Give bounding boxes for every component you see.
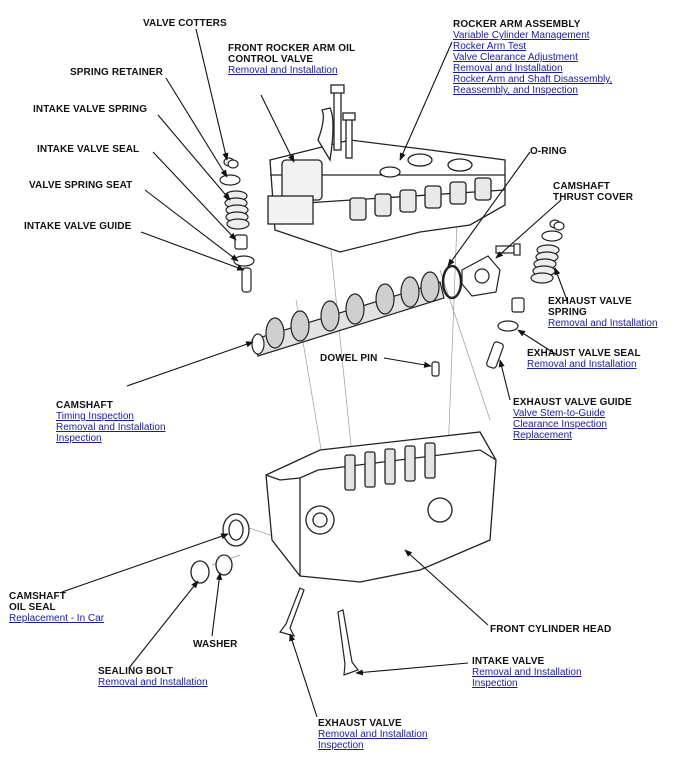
label-o-ring: O-RING: [530, 146, 567, 157]
label-rocker-arm-assembly: ROCKER ARM ASSEMBLY Variable Cylinder Ma…: [453, 19, 612, 96]
label-exhaust-valve-seal: EXHAUST VALVE SEAL Removal and Installat…: [527, 348, 641, 370]
camshaft-drawing: [251, 264, 463, 357]
label-intake-valve-guide: INTAKE VALVE GUIDE: [24, 221, 131, 232]
link-rocker-arm-shaft-disassembly[interactable]: Rocker Arm and Shaft Disassembly,: [453, 74, 613, 85]
label-title: INTAKE VALVE SPRING: [33, 104, 148, 115]
link-removal-installation[interactable]: Removal and Installation: [472, 667, 582, 678]
label-title: O-RING: [530, 146, 567, 157]
leader-lines: [61, 28, 569, 718]
label-title: EXHAUST VALVE: [318, 718, 402, 729]
label-camshaft-thrust-cover: CAMSHAFT THRUST COVER: [553, 181, 633, 203]
label-washer: WASHER: [193, 639, 238, 650]
label-title: SEALING BOLT: [98, 666, 173, 677]
link-removal-installation[interactable]: Removal and Installation: [56, 422, 166, 433]
label-title: CAMSHAFT: [56, 400, 113, 411]
label-title: FRONT CYLINDER HEAD: [490, 624, 612, 635]
exhaust-valve-parts-drawing: [431, 219, 565, 377]
camshaft-thrust-cover-drawing: [461, 243, 521, 297]
link-removal-installation[interactable]: Removal and Installation: [98, 677, 208, 688]
label-title-line2: SPRING: [548, 307, 587, 318]
label-title-line2: THRUST COVER: [553, 192, 634, 203]
label-title-line1: CAMSHAFT: [553, 181, 610, 192]
label-title-line1: CAMSHAFT: [9, 591, 66, 602]
label-valve-spring-seat: VALVE SPRING SEAT: [29, 180, 132, 191]
link-removal-installation[interactable]: Removal and Installation: [453, 63, 563, 74]
label-intake-valve-spring: INTAKE VALVE SPRING: [33, 104, 147, 115]
link-inspection[interactable]: Inspection: [318, 740, 364, 751]
cylinder-head-drawing: [190, 431, 497, 584]
link-inspection[interactable]: Inspection: [472, 678, 518, 689]
label-camshaft-oil-seal: CAMSHAFT OIL SEAL Replacement - In Car: [9, 591, 104, 624]
link-replacement[interactable]: Replacement: [513, 430, 572, 441]
label-title: INTAKE VALVE SEAL: [37, 144, 140, 155]
label-title: ROCKER ARM ASSEMBLY: [453, 19, 581, 30]
rocker-arm-assembly-drawing: [267, 84, 506, 253]
label-title: WASHER: [193, 639, 238, 650]
link-timing-inspection[interactable]: Timing Inspection: [56, 411, 134, 422]
label-title-line2: OIL SEAL: [9, 602, 56, 613]
label-sealing-bolt: SEALING BOLT Removal and Installation: [98, 666, 208, 688]
label-title: SPRING RETAINER: [70, 67, 163, 78]
label-front-rocker-arm-oil-control-valve: FRONT ROCKER ARM OIL CONTROL VALVE Remov…: [228, 43, 355, 76]
label-camshaft: CAMSHAFT Timing Inspection Removal and I…: [56, 400, 166, 444]
label-intake-valve-seal: INTAKE VALVE SEAL: [37, 144, 139, 155]
label-exhaust-valve-spring: EXHAUST VALVE SPRING Removal and Install…: [548, 296, 658, 329]
label-dowel-pin: DOWEL PIN: [320, 353, 377, 364]
label-title: EXHAUST VALVE GUIDE: [513, 397, 632, 408]
link-valve-clearance-adjustment[interactable]: Valve Clearance Adjustment: [453, 52, 578, 63]
link-inspection[interactable]: Inspection: [56, 433, 102, 444]
label-exhaust-valve-guide: EXHAUST VALVE GUIDE Valve Stem-to-Guide …: [513, 397, 632, 441]
label-title: VALVE SPRING SEAT: [29, 180, 133, 191]
label-valve-cotters: VALVE COTTERS: [143, 18, 227, 29]
label-title-line2: CONTROL VALVE: [228, 54, 314, 65]
link-removal-installation[interactable]: Removal and Installation: [318, 729, 428, 740]
link-removal-installation[interactable]: Removal and Installation: [548, 318, 658, 329]
link-removal-installation[interactable]: Removal and Installation: [228, 65, 338, 76]
link-rocker-arm-test[interactable]: Rocker Arm Test: [453, 41, 527, 52]
link-valve-stem-to-guide[interactable]: Valve Stem-to-Guide: [513, 408, 606, 419]
intake-valve-parts-drawing: [219, 157, 255, 293]
label-title-line1: FRONT ROCKER ARM OIL: [228, 43, 356, 54]
label-title: EXHAUST VALVE SEAL: [527, 348, 641, 359]
link-variable-cylinder-management[interactable]: Variable Cylinder Management: [453, 30, 590, 41]
label-title: INTAKE VALVE: [472, 656, 545, 667]
label-spring-retainer: SPRING RETAINER: [70, 67, 163, 78]
label-title-line1: EXHAUST VALVE: [548, 296, 632, 307]
label-front-cylinder-head: FRONT CYLINDER HEAD: [490, 624, 611, 635]
label-exhaust-valve: EXHAUST VALVE Removal and Installation I…: [318, 718, 428, 751]
link-removal-installation[interactable]: Removal and Installation: [527, 359, 637, 370]
link-replacement-in-car[interactable]: Replacement - In Car: [9, 613, 105, 624]
label-intake-valve: INTAKE VALVE Removal and Installation In…: [472, 656, 582, 689]
valves-drawing: [278, 587, 359, 676]
label-title: INTAKE VALVE GUIDE: [24, 221, 132, 232]
link-reassembly-inspection[interactable]: Reassembly, and Inspection: [453, 85, 578, 96]
label-title: VALVE COTTERS: [143, 18, 227, 29]
label-title: DOWEL PIN: [320, 353, 378, 364]
link-clearance-inspection[interactable]: Clearance Inspection: [513, 419, 607, 430]
